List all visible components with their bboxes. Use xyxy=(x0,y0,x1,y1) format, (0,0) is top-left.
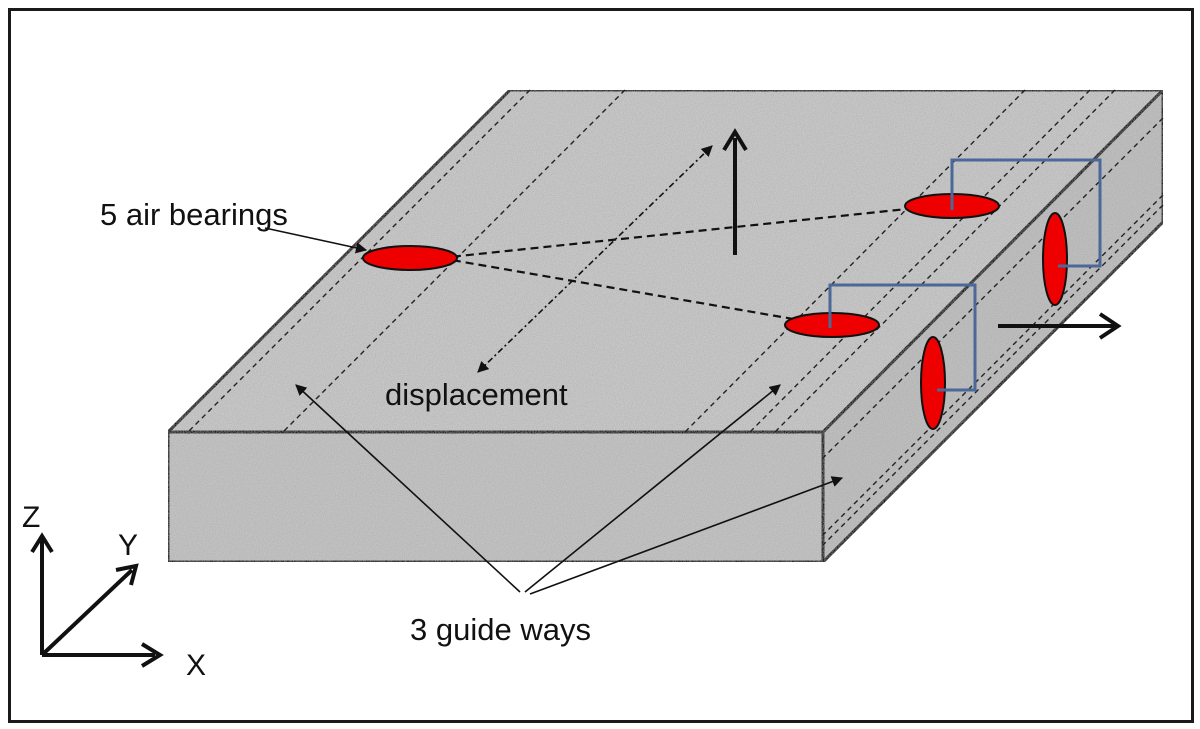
block-side-face xyxy=(821,86,1165,566)
coordinate-axes xyxy=(30,532,164,668)
air-bearings-label: 5 air bearings xyxy=(100,197,288,232)
vertical-force-arrow xyxy=(722,128,748,255)
air-bearing-top-left xyxy=(362,245,458,271)
sensor-bracket-rear xyxy=(950,158,1102,268)
x-axis-label: X xyxy=(186,649,206,682)
horizontal-force-arrow xyxy=(998,312,1122,340)
air-bearings-leader xyxy=(264,227,368,254)
air-bearing-side-lower xyxy=(920,336,946,430)
z-axis-label: Z xyxy=(22,501,40,534)
air-bearing-top-front xyxy=(784,312,880,338)
displacement-label: displacement xyxy=(385,377,568,412)
guideway-lines-side xyxy=(822,117,1164,546)
guide-ways-leaders xyxy=(295,384,844,595)
sensor-bracket-front xyxy=(828,283,977,392)
displacement-arrow xyxy=(477,145,713,373)
air-bearing-side-upper xyxy=(1042,212,1068,306)
guide-ways-label: 3 guide ways xyxy=(410,612,591,647)
y-axis-label: Y xyxy=(118,529,138,562)
block-front-face xyxy=(166,430,825,564)
bearing-connection-lines xyxy=(439,203,946,327)
